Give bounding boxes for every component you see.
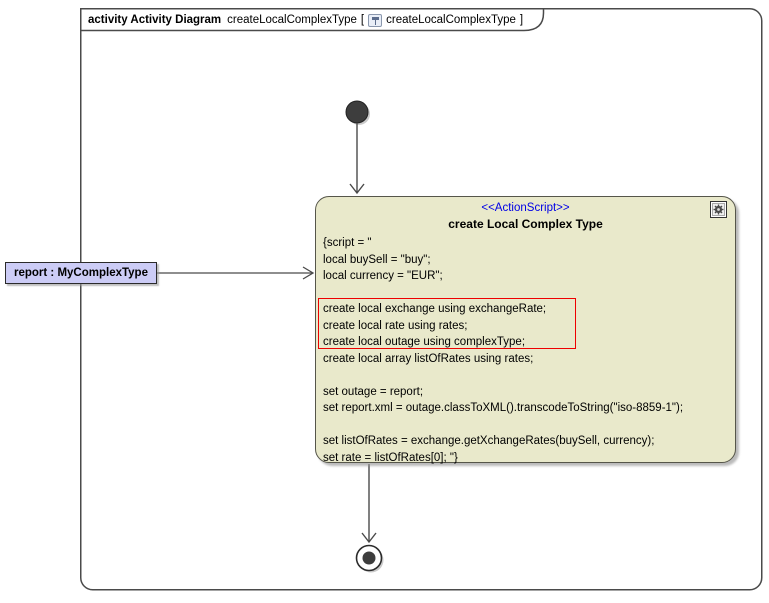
control-flow-action-to-final[interactable] [361,464,377,544]
object-flow-report-to-action[interactable] [157,266,315,280]
script-line: set outage = report; [323,385,424,398]
frame-title-kind: activity Activity Diagram [88,14,222,26]
script-line: {script = " [323,237,372,249]
frame-title-ref: createLocalComplexType [386,14,516,26]
input-pin-label-text: report : MyComplexType [14,267,148,279]
script-line [323,285,731,302]
arrowhead [349,183,365,195]
script-line [323,417,731,434]
gear-icon[interactable] [710,201,727,218]
action-stereotype: <<ActionScript>> [481,202,570,214]
control-flow-initial-to-action[interactable] [349,123,365,195]
input-pin-label-report[interactable]: report : MyComplexType [5,262,157,284]
script-line: set report.xml = outage.classToXML().tra… [323,402,684,414]
action-script-body: {script = " local buySell = "buy"; local c… [323,235,731,466]
arrowhead [361,532,377,544]
activity-diagram-icon [368,13,383,27]
activity-final-node[interactable] [355,544,384,573]
script-line: set rate = listOfRates[0]; "} [323,451,458,464]
script-line: create local outage using complexType; [323,336,526,348]
frame-title[interactable]: activity Activity Diagram createLocalCom… [88,11,523,29]
script-line: create local rate using rates; [323,319,468,332]
script-line: set listOfRates = exchange.getXchangeRat… [323,435,655,447]
arrowhead [302,266,315,280]
script-line [323,367,731,384]
frame-title-bracket-open: [ [360,14,365,26]
frame-title-name: createLocalComplexType [227,14,357,26]
script-line: local currency = "EUR"; [323,270,443,282]
action-name: create Local Complex Type [448,217,603,231]
initial-node-circle[interactable] [345,100,369,124]
action-node-create-local-complex-type[interactable]: <<ActionScript>> create Local Complex Ty… [315,196,736,466]
frame-title-bracket-close: ] [519,14,524,26]
frame-title-tab[interactable] [80,8,545,32]
final-node-inner [362,551,376,565]
script-line: create local array listOfRates using rat… [323,352,534,365]
script-line: create local exchange using exchangeRate… [323,303,547,315]
initial-node[interactable] [345,100,370,125]
script-line: local buySell = "buy"; [323,253,431,266]
